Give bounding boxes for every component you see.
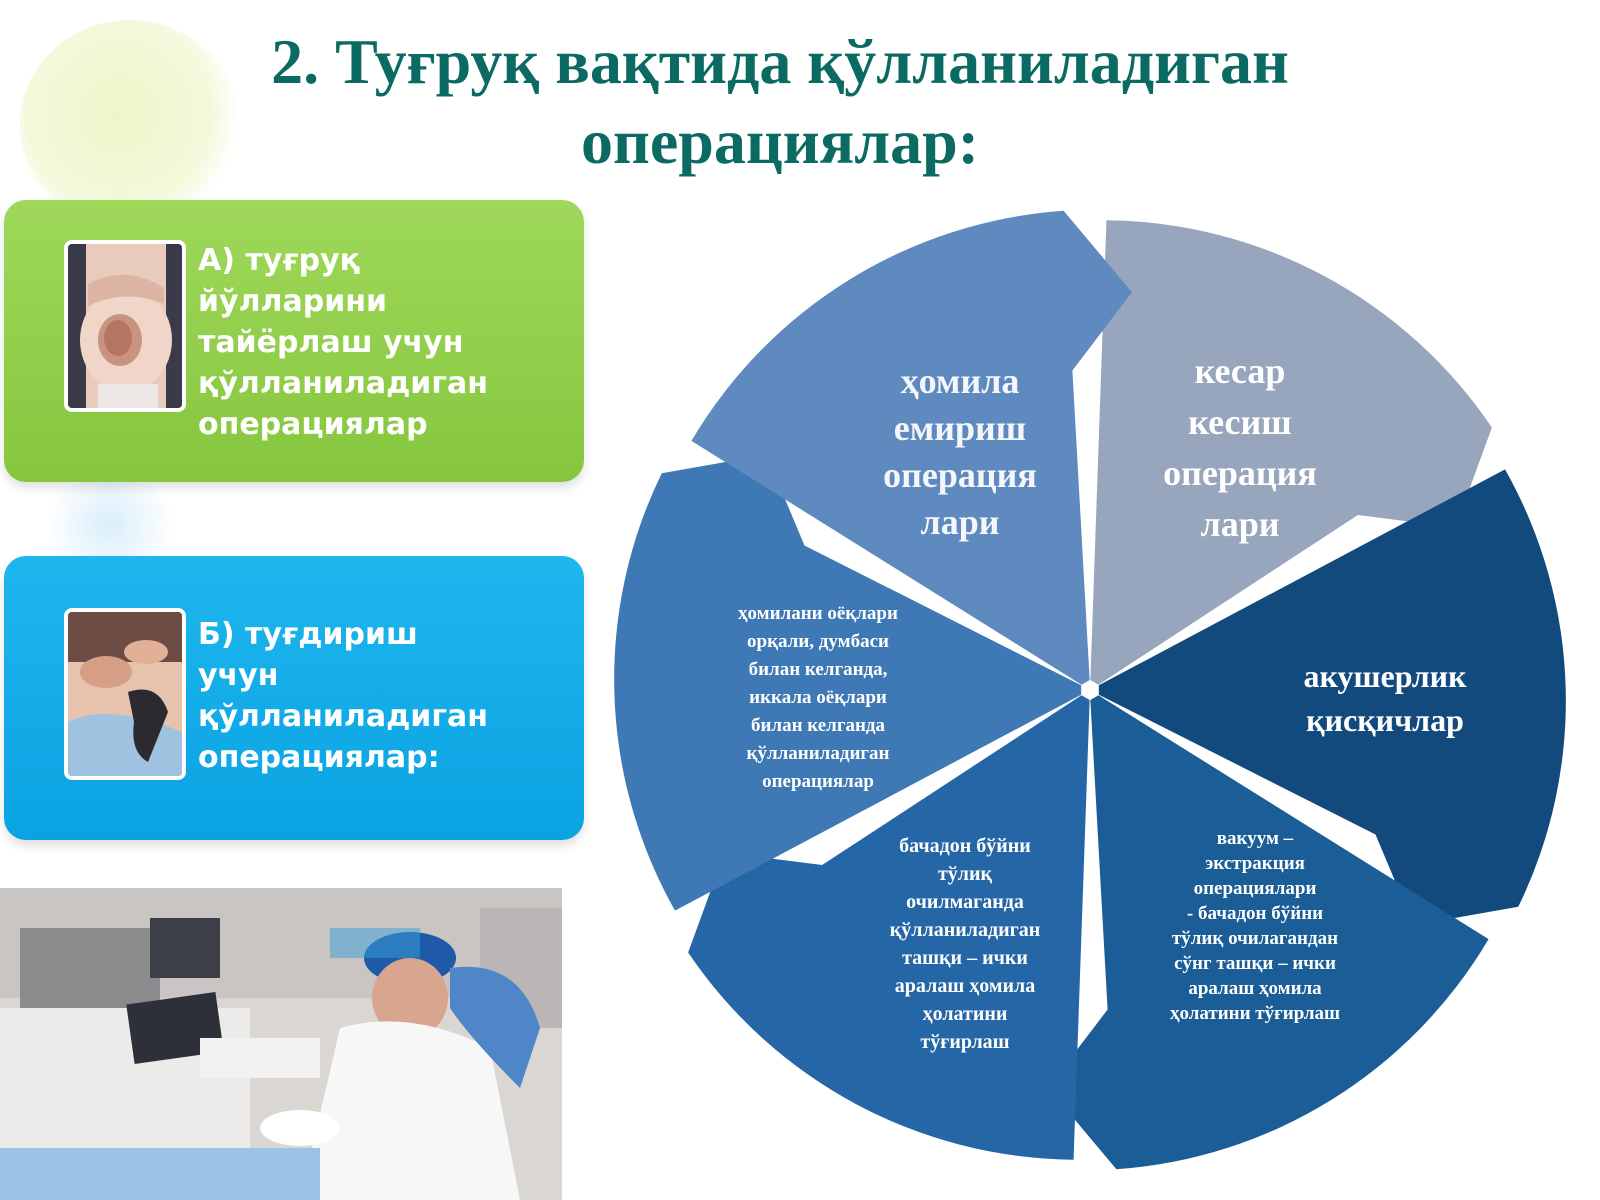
card-a-label: А) туғруқ йўлларини тайёрлаш учун қўллан… <box>198 243 488 442</box>
segment-label-3: вакуум – экстракция операциялари - бачад… <box>1169 828 1341 1024</box>
cycle-segment-0 <box>1090 220 1492 685</box>
segment-label-2: акушерлик қисқичлар <box>1303 658 1467 738</box>
card-b-label: Б) туғдириш учун қўлланиладиган операция… <box>198 617 488 775</box>
delivery-hands-photo <box>64 608 186 780</box>
cycle-segment-4 <box>614 454 1082 911</box>
cycle-segment-5 <box>691 210 1132 685</box>
cycle-segment-1 <box>1098 469 1566 926</box>
pregnant-belly-photo <box>64 240 186 412</box>
decorative-circle <box>20 20 240 230</box>
ultrasound-doctor-photo <box>0 888 562 1200</box>
slide-title-line-2: операциялар: <box>580 106 980 177</box>
slide-title-line-1: 2. Туғруқ вақтида қўлланиладиган <box>271 26 1289 97</box>
segment-label-0: ҳомила емириш операция лари <box>883 361 1037 542</box>
card-a: А) туғруқ йўлларини тайёрлаш учун қўллан… <box>4 200 584 482</box>
cycle-segment-2 <box>1048 695 1489 1170</box>
segment-label-5: ҳомилани оёқлари орқали, думбаси билан к… <box>738 603 898 792</box>
card-b: Б) туғдириш учун қўлланиладиган операция… <box>4 556 584 840</box>
segment-label-1: кесар кесиш операция лари <box>1163 351 1317 544</box>
segment-label-4: бачадон бўйни тўлиқ очилмаганда қўлланил… <box>889 835 1041 1053</box>
cycle-segment-3 <box>688 695 1090 1160</box>
slide-title: 2. Туғруқ вақтида қўлланиладиган операци… <box>150 22 1410 182</box>
decorative-circle <box>30 480 190 570</box>
